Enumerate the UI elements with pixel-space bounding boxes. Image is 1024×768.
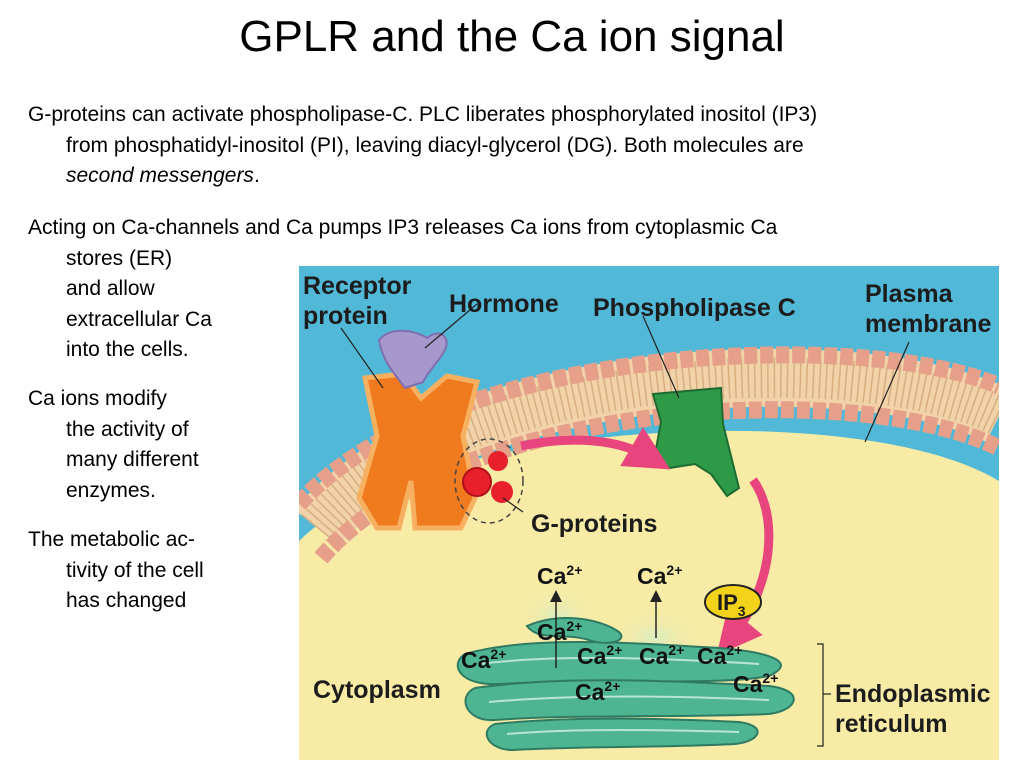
ca-ion-label: Ca2+ <box>461 646 506 673</box>
para1-line1: G-proteins can activate phospholipase-C.… <box>28 103 818 126</box>
ca-ion-label: Ca2+ <box>637 562 682 589</box>
paragraph-ip3-ca-release: Acting on Ca-channels and Ca pumps IP3 r… <box>28 213 988 366</box>
paragraph-gproteins-plc: G-proteins can activate phospholipase-C.… <box>28 100 1008 192</box>
label-receptor-line2: protein <box>303 302 388 330</box>
label-pointer-lines <box>340 303 910 747</box>
ca-ion-label: Ca2+ <box>575 678 620 705</box>
ca-ion-label: Ca2+ <box>639 642 684 669</box>
para2-line3: and allow <box>66 277 155 300</box>
gplr-signaling-figure: IP3 Receptor protein Hormone Phospholipa… <box>299 266 999 760</box>
para2-line4: extracellular Ca <box>66 307 212 331</box>
para1-line3: second messengers. <box>28 161 1008 192</box>
slide-title: GPLR and the Ca ion signal <box>239 12 785 61</box>
gprotein-dashed-circle <box>454 438 524 524</box>
ca-ion-labels: Ca2+ Ca2+ Ca2+ Ca2+ Ca2+ Ca2+ Ca2+ Ca2+ … <box>461 562 778 705</box>
ip3-badge <box>704 584 762 620</box>
para3-line3: many different <box>66 448 199 471</box>
label-gproteins: G-proteins <box>531 510 657 538</box>
para1-line3-end: . <box>253 164 260 187</box>
label-cytoplasm: Cytoplasm <box>313 676 441 704</box>
gprotein-alpha <box>462 467 492 497</box>
para3-line4: enzymes. <box>66 478 156 502</box>
er-lumen-lines <box>478 656 770 735</box>
label-receptor-line1: Receptor <box>303 272 412 300</box>
ca-ion-label: Ca2+ <box>537 562 582 589</box>
ca-ion-label: Ca2+ <box>537 618 582 645</box>
label-er-line1: Endoplasmic <box>835 680 991 708</box>
para3-line1: Ca ions modify <box>28 387 167 410</box>
paragraph-metabolic-activity: The metabolic ac- tivity of the cell has… <box>28 525 278 617</box>
label-hormone: Hormone <box>449 290 559 318</box>
ca-ion-label: Ca2+ <box>697 642 742 669</box>
para4-line3: has changed <box>66 589 187 612</box>
para4-line1: The metabolic ac- <box>28 528 195 551</box>
paragraph-ca-modify: Ca ions modify the activity of many diff… <box>28 384 278 506</box>
hormone-shape <box>377 329 448 390</box>
para1-line2: from phosphatidyl-inositol (PI), leaving… <box>66 133 804 157</box>
receptor-protein-shape <box>356 371 481 531</box>
plc-to-er-arrow <box>716 477 774 656</box>
ca-ion-label: Ca2+ <box>733 670 778 697</box>
para2-line2: stores (ER) <box>66 246 173 270</box>
para2-line5: into the cells. <box>66 338 189 361</box>
label-plasma-line1: Plasma <box>865 280 954 308</box>
ca-ion-label: Ca2+ <box>577 642 622 669</box>
ip3-label: IP3 <box>717 590 746 619</box>
para3-line2: the activity of <box>66 417 189 441</box>
para2-line1: Acting on Ca-channels and Ca pumps IP3 r… <box>28 216 778 239</box>
gprotein-to-plc-arrow <box>520 427 671 470</box>
gprotein-beta <box>488 451 508 471</box>
endoplasmic-reticulum-shape <box>456 617 795 752</box>
gprotein-gamma <box>491 481 513 503</box>
second-messengers-text: second messengers <box>66 164 254 187</box>
label-phospholipase-c: Phospholipase C <box>593 294 796 322</box>
para4-line2: tivity of the cell <box>66 558 204 582</box>
label-plasma-line2: membrane <box>865 310 992 338</box>
label-er-line2: reticulum <box>835 710 948 738</box>
